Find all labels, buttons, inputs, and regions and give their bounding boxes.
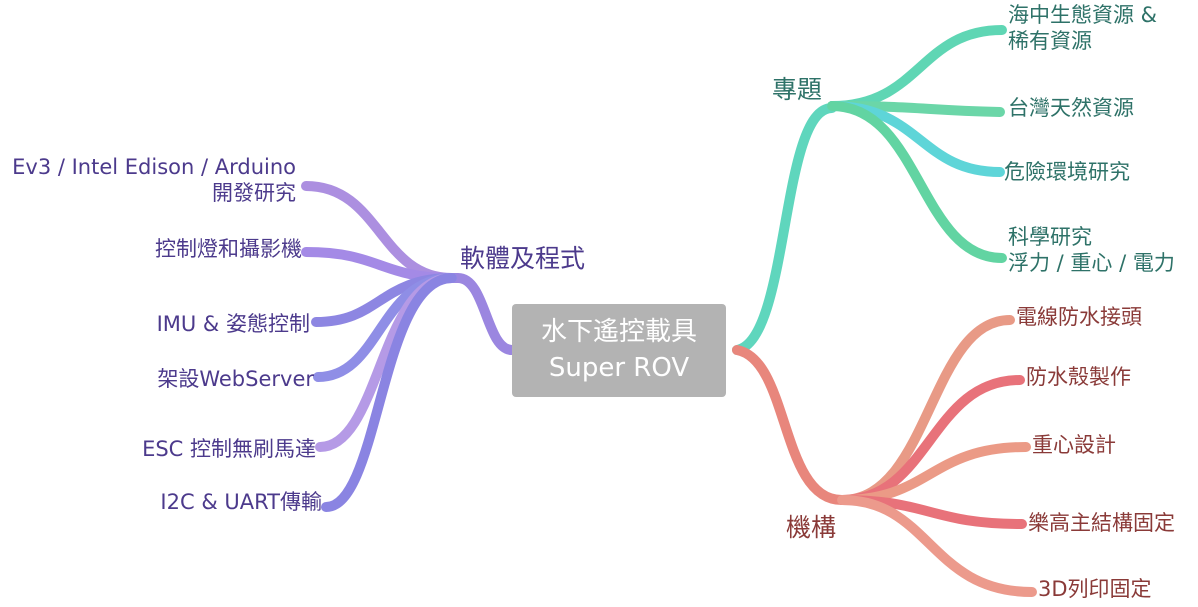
node-lego-frame[interactable]: 樂高主結構固定 <box>1028 511 1175 535</box>
node-science-line1: 科學研究 <box>1008 225 1092 249</box>
link-software-light <box>301 247 457 283</box>
node-ev3-dev[interactable]: Ev3 / Intel Edison / Arduino 開發研究 <box>12 154 296 206</box>
node-wire-connector[interactable]: 電線防水接頭 <box>1016 305 1142 329</box>
node-science-line2: 浮力 / 重心 / 電力 <box>1008 251 1175 275</box>
branch-structure[interactable]: 機構 <box>786 513 837 542</box>
node-danger-research[interactable]: 危險環境研究 <box>1004 160 1130 184</box>
branch-topics[interactable]: 專題 <box>772 75 823 104</box>
root-title: 水下遙控載具 <box>540 317 697 347</box>
node-science-research[interactable]: 科學研究 浮力 / 重心 / 電力 <box>1008 224 1175 276</box>
node-esc-motor[interactable]: ESC 控制無刷馬達 <box>142 437 316 461</box>
link-root-topics <box>732 103 837 355</box>
node-taiwan-resources[interactable]: 台灣天然資源 <box>1008 96 1134 120</box>
node-webserver[interactable]: 架設WebServer <box>157 367 314 391</box>
node-cog-design[interactable]: 重心設計 <box>1032 433 1116 457</box>
node-imu-attitude[interactable]: IMU & 姿態控制 <box>156 312 310 336</box>
link-structure-3d <box>837 495 1037 597</box>
node-3d-print[interactable]: 3D列印固定 <box>1038 577 1152 601</box>
root-subtitle: Super ROV <box>548 353 690 383</box>
root-node[interactable]: 水下遙控載具 Super ROV <box>512 304 726 397</box>
node-ev3-line1: Ev3 / Intel Edison / Arduino <box>12 155 296 179</box>
link-root-structure <box>732 345 847 505</box>
node-ocean-resources[interactable]: 海中生態資源 & 稀有資源 <box>1008 2 1157 54</box>
link-topics-ocean <box>827 25 1007 111</box>
node-ocean-line2: 稀有資源 <box>1008 29 1092 53</box>
link-software-i2c <box>321 273 457 512</box>
node-ev3-line2: 開發研究 <box>212 181 296 205</box>
link-topics-science <box>827 101 1007 263</box>
branch-software[interactable]: 軟體及程式 <box>460 244 586 273</box>
node-waterproof-case[interactable]: 防水殼製作 <box>1026 365 1131 389</box>
node-i2c-uart[interactable]: I2C & UART傳輸 <box>160 490 322 514</box>
node-light-camera[interactable]: 控制燈和攝影機 <box>155 237 302 261</box>
node-ocean-line1: 海中生態資源 & <box>1008 3 1158 27</box>
link-root-software <box>427 273 517 355</box>
